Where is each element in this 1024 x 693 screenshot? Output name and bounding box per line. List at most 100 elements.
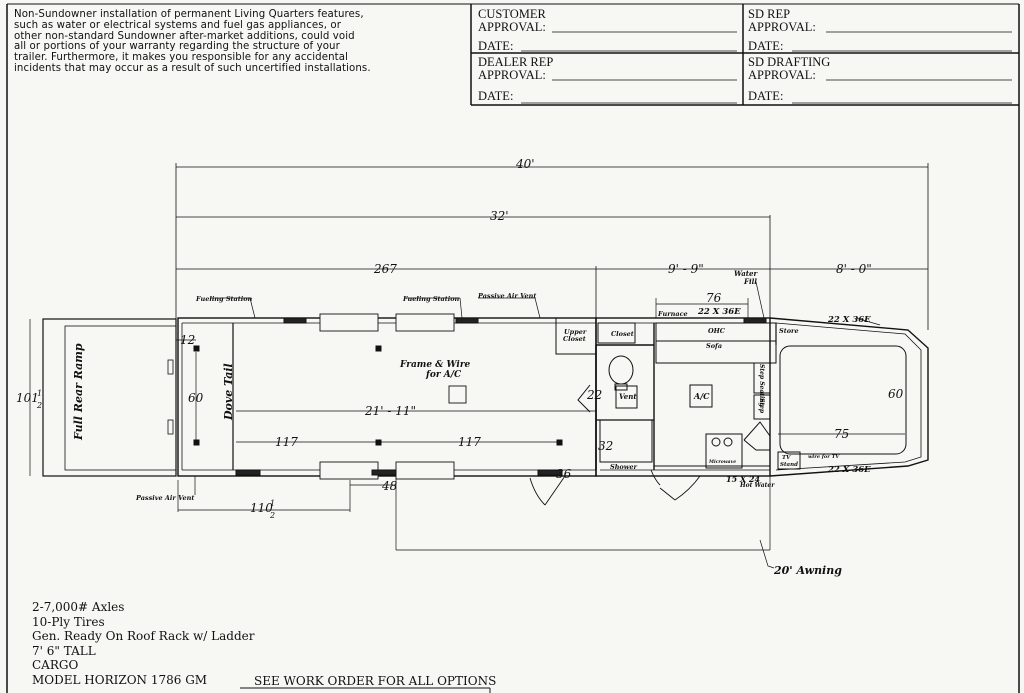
- dim-117-right: 117: [458, 435, 481, 449]
- dim-117-left: 117: [275, 435, 298, 449]
- rear-ramp: [42, 318, 177, 477]
- sd-rep-date: DATE:: [748, 39, 784, 53]
- disclaimer-line: trailer. Furthermore, it makes you respo…: [14, 52, 349, 64]
- customer-approval: CUSTOMER APPROVAL:: [478, 8, 546, 34]
- spec-model: MODEL HORIZON 1786 GM: [32, 672, 208, 687]
- label-hot-water-size: 15 X 24: [726, 474, 760, 484]
- disclaimer-line: such as water or electrical systems and …: [14, 19, 341, 31]
- overall-dimensions: [175, 163, 929, 330]
- label-passive-vent-bottom: Passive Air Vent: [135, 494, 194, 502]
- dim-width-frac-den: 2: [36, 401, 42, 410]
- dim-60-left: 60: [188, 391, 204, 405]
- cargo-dimensions: [29, 319, 775, 569]
- dim-offset-frac-den: 2: [269, 511, 275, 520]
- label-cabinet-size: 22 X 36E: [697, 307, 741, 317]
- dealer-rep-date: DATE:: [478, 89, 514, 103]
- spec-type: CARGO: [32, 658, 79, 673]
- dim-60-right: 60: [888, 387, 904, 401]
- wall-openings: [235, 313, 767, 480]
- spec-axles: 2-7,000# Axles: [32, 600, 125, 614]
- label-water-fill-2: Fill: [743, 277, 757, 286]
- dim-cargo-length: 267: [373, 262, 397, 276]
- label-wire-tv: wire for TV: [808, 454, 840, 460]
- label-sofa: Sofa: [706, 342, 722, 350]
- label-dove-tail: Dove Tail: [222, 363, 235, 421]
- dim-48: 48: [381, 479, 398, 493]
- living-quarters-interior: [555, 317, 801, 470]
- label-upper-closet: Upper: [564, 328, 587, 336]
- sd-rep-label: APPROVAL:: [748, 20, 816, 34]
- sheet-frame: [6, 3, 1020, 693]
- label-hot-water: Hot Water: [739, 482, 775, 489]
- label-frame-wire: Frame & Wire: [399, 360, 471, 370]
- sd-drafting-title: SD DRAFTING: [748, 55, 831, 69]
- dim-gooseneck-length: 8' - 0": [836, 262, 872, 276]
- label-tv: TV: [782, 455, 791, 461]
- label-fueling-station-right: Fueling Station: [402, 295, 460, 303]
- customer-approval-label: APPROVAL:: [478, 20, 546, 34]
- spec-height: 7' 6" TALL: [32, 643, 96, 658]
- label-frame-wire-ac: for A/C: [425, 370, 462, 380]
- label-step-seating: Step Seating: [758, 364, 765, 407]
- disclaimer-line: Non-Sundowner installation of permanent …: [14, 9, 364, 20]
- label-step: Step: [758, 398, 765, 414]
- label-ac: A/C: [693, 391, 710, 401]
- label-store: Store: [779, 327, 799, 335]
- sd-drafting-approval: SD DRAFTING APPROVAL:: [748, 56, 830, 82]
- dim-overall-length: 40': [515, 157, 535, 171]
- label-tv-stand: Stand: [780, 462, 798, 468]
- dim-76: 76: [706, 291, 722, 305]
- label-window-top: 22 X 36E: [827, 315, 871, 325]
- ac-frame-box: [448, 385, 467, 404]
- label-upper-closet-2: Closet: [563, 335, 586, 343]
- sd-drafting-label: APPROVAL:: [748, 68, 816, 82]
- dealer-rep-label: APPROVAL:: [478, 68, 546, 82]
- sd-drafting-date: DATE:: [748, 89, 784, 103]
- label-shower: Shower: [610, 463, 637, 471]
- label-awning: 20' Awning: [773, 564, 842, 577]
- disclaimer-line: incidents that may occur as a result of …: [14, 62, 371, 74]
- spec-generator: Gen. Ready On Roof Rack w/ Ladder: [32, 629, 255, 644]
- customer-approval-title: CUSTOMER: [478, 7, 546, 21]
- label-microwave: Microwave: [708, 459, 736, 465]
- dim-width: 101: [16, 391, 39, 405]
- ramp-hinges: [167, 359, 174, 435]
- label-ohc: OHC: [708, 327, 726, 335]
- label-window-bottom: 22 X 36E: [827, 465, 871, 475]
- dim-width-frac-num: 1: [37, 389, 42, 398]
- label-passive-vent-top: Passive Air Vent: [477, 292, 536, 300]
- small-dimensions: [194, 281, 905, 495]
- door-swings: [529, 469, 701, 506]
- label-full-rear-ramp: Full Rear Ramp: [72, 343, 85, 441]
- feature-labels: Full Rear Ramp Dove Tail Frame & Wire fo…: [72, 269, 871, 577]
- warranty-disclaimer: Non-Sundowner installation of permanent …: [14, 9, 469, 75]
- disclaimer-line: all or portions of your warranty regardi…: [14, 41, 340, 53]
- disclaimer-line: other non-standard Sundowner after-marke…: [14, 30, 355, 42]
- trailer-specs: 2-7,000# Axles 10-Ply Tires Gen. Ready O…: [32, 600, 254, 688]
- customer-date: DATE:: [478, 39, 514, 53]
- spec-tires: 10-Ply Tires: [32, 614, 105, 629]
- label-water-fill: Water: [734, 269, 758, 278]
- sd-rep-title: SD REP: [748, 7, 791, 21]
- spec-work-order: SEE WORK ORDER FOR ALL OPTIONS: [254, 674, 497, 688]
- dim-32: 32: [598, 439, 613, 453]
- dim-12: 12: [180, 333, 195, 347]
- dim-21-11: 21' - 11": [364, 404, 416, 418]
- dim-living-length: 9' - 9": [668, 262, 704, 276]
- tie-down-rings: [193, 345, 563, 446]
- label-closet: Closet: [611, 330, 634, 338]
- trailer-body: [177, 317, 929, 477]
- dim-offset: 110: [250, 501, 273, 515]
- dimension-labels: 40' 32' 267 9' - 9" 8' - 0" 101 1 2 110 …: [16, 157, 904, 520]
- label-fueling-station-left: Fueling Station: [195, 295, 253, 303]
- dim-36: 36: [556, 467, 572, 481]
- label-furnace: Furnace: [657, 310, 688, 318]
- sd-rep-approval: SD REP APPROVAL:: [748, 8, 816, 34]
- dealer-rep-approval: DEALER REP APPROVAL:: [478, 56, 553, 82]
- dim-22: 22: [586, 388, 602, 402]
- dim-offset-frac-num: 1: [270, 499, 275, 508]
- dim-body-length: 32': [490, 209, 509, 223]
- label-vent: Vent: [619, 392, 637, 401]
